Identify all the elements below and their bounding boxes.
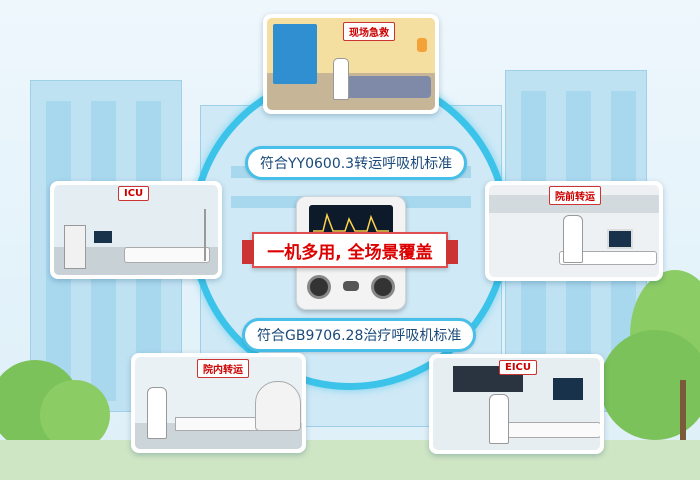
ventilator-knob: [343, 281, 359, 291]
iv-pole: [204, 209, 206, 261]
ventilator-small: [607, 229, 633, 249]
standard-top-pill: 符合YY0600.3转运呼吸机标准: [245, 146, 468, 180]
doctor-eicu: [489, 394, 509, 444]
wall-panel: [273, 24, 317, 84]
ct-scanner: [255, 381, 301, 431]
tree-left-2: [40, 380, 110, 450]
doctor-figure: [333, 58, 349, 100]
lamp-icon: [417, 38, 427, 52]
standard-bottom-pill: 符合GB9706.28治疗呼吸机标准: [242, 318, 477, 352]
scene-label-icu: ICU: [118, 186, 150, 201]
medic-figure: [563, 215, 583, 263]
scene-label-eicu: EICU: [499, 360, 538, 375]
transport-stretcher: [175, 417, 267, 431]
scene-label-inhospital: 院内转运: [197, 359, 249, 378]
scene-card-eicu: EICU: [429, 354, 604, 454]
nurse-figure: [147, 387, 167, 439]
ventilator-port-right: [371, 275, 395, 299]
monitor-screen: [94, 231, 112, 243]
monitor-right: [553, 378, 583, 400]
ventilator-port-left: [307, 275, 331, 299]
sofa: [341, 76, 431, 98]
ambulance-stretcher: [559, 251, 657, 265]
center-banner: 一机多用, 全场景覆盖: [242, 232, 458, 268]
scene-card-prehospital: 院前转运: [485, 181, 663, 281]
tree-trunk-right: [680, 380, 686, 460]
scene-label-prehospital: 院前转运: [549, 186, 601, 205]
scene-card-onsite: 现场急救: [263, 14, 439, 114]
scene-label-onsite: 现场急救: [343, 22, 395, 41]
scene-card-icu: ICU: [50, 181, 222, 279]
monitor-cart: [64, 225, 86, 269]
scene-card-inhospital: 院内转运: [131, 353, 306, 453]
eicu-bed: [503, 422, 600, 438]
patient-bed: [124, 247, 210, 263]
